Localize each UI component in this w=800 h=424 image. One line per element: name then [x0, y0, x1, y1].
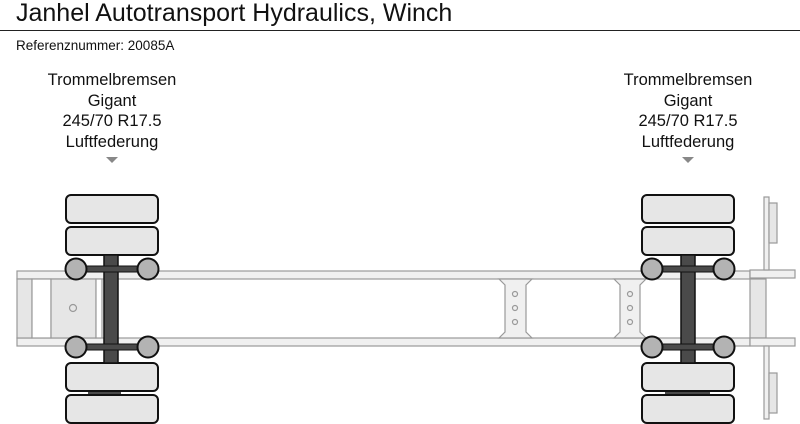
tire	[641, 226, 735, 256]
axle-1-tire-size: 245/70 R17.5	[62, 112, 162, 130]
reference-number: Referenznummer: 20085A	[16, 38, 175, 53]
axle-1-suspension: Luftfederung	[65, 132, 159, 151]
axle-1-pointer-icon	[106, 157, 118, 163]
axle-1-brakes: Trommelbremsen	[47, 71, 177, 89]
tire	[65, 362, 159, 392]
rear-light-bottom	[768, 372, 778, 414]
title-divider	[0, 30, 800, 31]
tire	[641, 194, 735, 224]
tire	[641, 394, 735, 424]
axle-2-label: Trommelbremsen Gigant 245/70 R17.5 Luftf…	[598, 70, 778, 163]
tire	[65, 226, 159, 256]
frame	[16, 270, 751, 347]
axle-2-suspension: Luftfederung	[641, 132, 735, 151]
rear-light-top	[768, 202, 778, 244]
axle-1	[64, 194, 160, 424]
axle-1-label: Trommelbremsen Gigant 245/70 R17.5 Luftf…	[22, 70, 202, 163]
axle-2-make: Gigant	[663, 91, 713, 110]
axle-2-pointer-icon	[682, 157, 694, 163]
page-title: Janhel Autotransport Hydraulics, Winch	[16, 0, 453, 27]
tire	[65, 394, 159, 424]
axle-2-brakes: Trommelbremsen	[623, 71, 753, 89]
tire	[641, 362, 735, 392]
axle-1-make: Gigant	[87, 91, 137, 110]
rear-bumper	[749, 196, 796, 420]
tire	[65, 194, 159, 224]
axle-2-tire-size: 245/70 R17.5	[638, 112, 738, 130]
axle-2	[640, 194, 736, 424]
